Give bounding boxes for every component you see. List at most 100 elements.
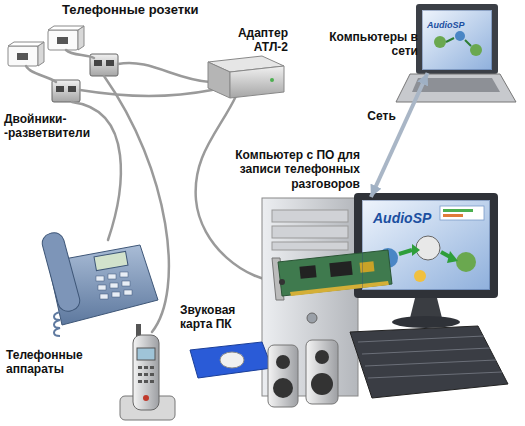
monitor — [414, 270, 426, 282]
sound-card — [290, 281, 389, 296]
adapter-box — [208, 62, 230, 98]
screen-title: AudioSP — [373, 211, 431, 226]
speaker — [306, 340, 338, 404]
adapter-label: Адаптер АТЛ-2 — [226, 26, 288, 55]
splitter — [94, 60, 102, 66]
desk-phone — [96, 272, 132, 299]
speaker — [268, 345, 298, 407]
cordless-phone — [144, 380, 148, 383]
speaker — [268, 340, 338, 407]
splitter — [56, 86, 64, 92]
monitor — [412, 244, 420, 256]
sound-card — [272, 250, 392, 300]
screen-title: AudioSP — [427, 21, 465, 31]
monitor — [443, 214, 463, 217]
monitor — [392, 316, 460, 328]
phone-socket — [17, 53, 28, 60]
cordless-phone — [150, 380, 154, 383]
phone-socket — [57, 37, 68, 44]
cordless-phone — [144, 373, 148, 376]
mouse-pad — [220, 352, 244, 368]
pc-case — [272, 210, 348, 222]
network-pc-label: Компьютеры в сети — [326, 30, 418, 59]
cordless-phone — [150, 373, 154, 376]
desk-phone — [120, 272, 128, 277]
laptop — [465, 40, 471, 46]
cordless-phone — [138, 366, 154, 383]
phone-socket — [8, 26, 84, 66]
keyboard — [358, 336, 502, 378]
desk-phone — [110, 283, 118, 288]
desk-phone — [54, 312, 60, 336]
sound-card — [299, 265, 316, 279]
speaker — [315, 350, 329, 364]
laptop-screen: AudioSP — [422, 10, 492, 70]
pc-case — [272, 242, 348, 250]
desk-phone — [122, 281, 130, 286]
cordless-phone — [120, 324, 175, 420]
sound-card — [279, 279, 285, 285]
keyboard — [365, 360, 496, 366]
keyboard — [362, 348, 490, 354]
phone-cable — [26, 66, 56, 82]
edge-label: Сеть — [365, 109, 397, 123]
laptop — [470, 44, 482, 56]
pc-case — [272, 226, 348, 238]
splitter — [52, 80, 80, 102]
desk-phone — [100, 294, 108, 299]
sound-card-label: Звуковая карта ПК — [180, 303, 260, 332]
laptop — [422, 10, 492, 70]
cordless-phone — [144, 366, 148, 369]
sound-card — [329, 261, 352, 277]
speaker — [311, 373, 333, 395]
cordless-phone — [138, 366, 142, 369]
adapter-box — [230, 66, 284, 98]
phone-socket — [48, 30, 78, 50]
network-arrow — [371, 73, 428, 197]
laptop — [434, 36, 446, 48]
phone-label: Телефонные аппараты — [6, 348, 106, 377]
monitor — [416, 236, 440, 260]
laptop — [455, 31, 465, 41]
keyboard — [358, 336, 484, 342]
desk-phone — [40, 231, 158, 336]
speaker — [276, 355, 290, 369]
adapter-box — [208, 56, 284, 98]
phone-cable — [66, 50, 94, 58]
desk-phone — [40, 231, 82, 314]
monitor — [443, 209, 473, 212]
socket-label: Телефонные розетки — [62, 2, 232, 18]
pc-case — [307, 313, 317, 323]
monitor — [456, 252, 476, 272]
speaker — [273, 378, 293, 398]
monitor-screen: AudioSP — [362, 200, 490, 290]
cordless-phone — [133, 335, 159, 410]
keyboard — [350, 326, 508, 398]
monitor — [410, 298, 442, 318]
cordless-phone — [150, 366, 154, 369]
keyboard — [350, 326, 508, 398]
desk-phone — [108, 274, 116, 279]
recorder-pc-label: Компьютер с ПО для записи телефонных раз… — [216, 148, 360, 191]
adapter-box — [270, 78, 274, 82]
phone-cable — [72, 102, 121, 240]
cordless-phone — [137, 348, 155, 360]
laptop — [396, 74, 516, 102]
monitor — [399, 250, 412, 254]
cordless-phone — [138, 373, 142, 376]
mouse-pad — [190, 342, 272, 378]
desk-phone — [112, 292, 120, 297]
cordless-phone — [138, 380, 142, 383]
mouse-pad — [190, 342, 272, 378]
laptop — [446, 38, 454, 42]
splitter — [68, 86, 76, 92]
monitor — [440, 206, 484, 220]
splitter — [106, 60, 114, 66]
phone-socket — [48, 26, 84, 30]
desk-phone — [98, 285, 106, 290]
desk-phone — [96, 276, 104, 281]
phone-socket — [8, 46, 38, 66]
